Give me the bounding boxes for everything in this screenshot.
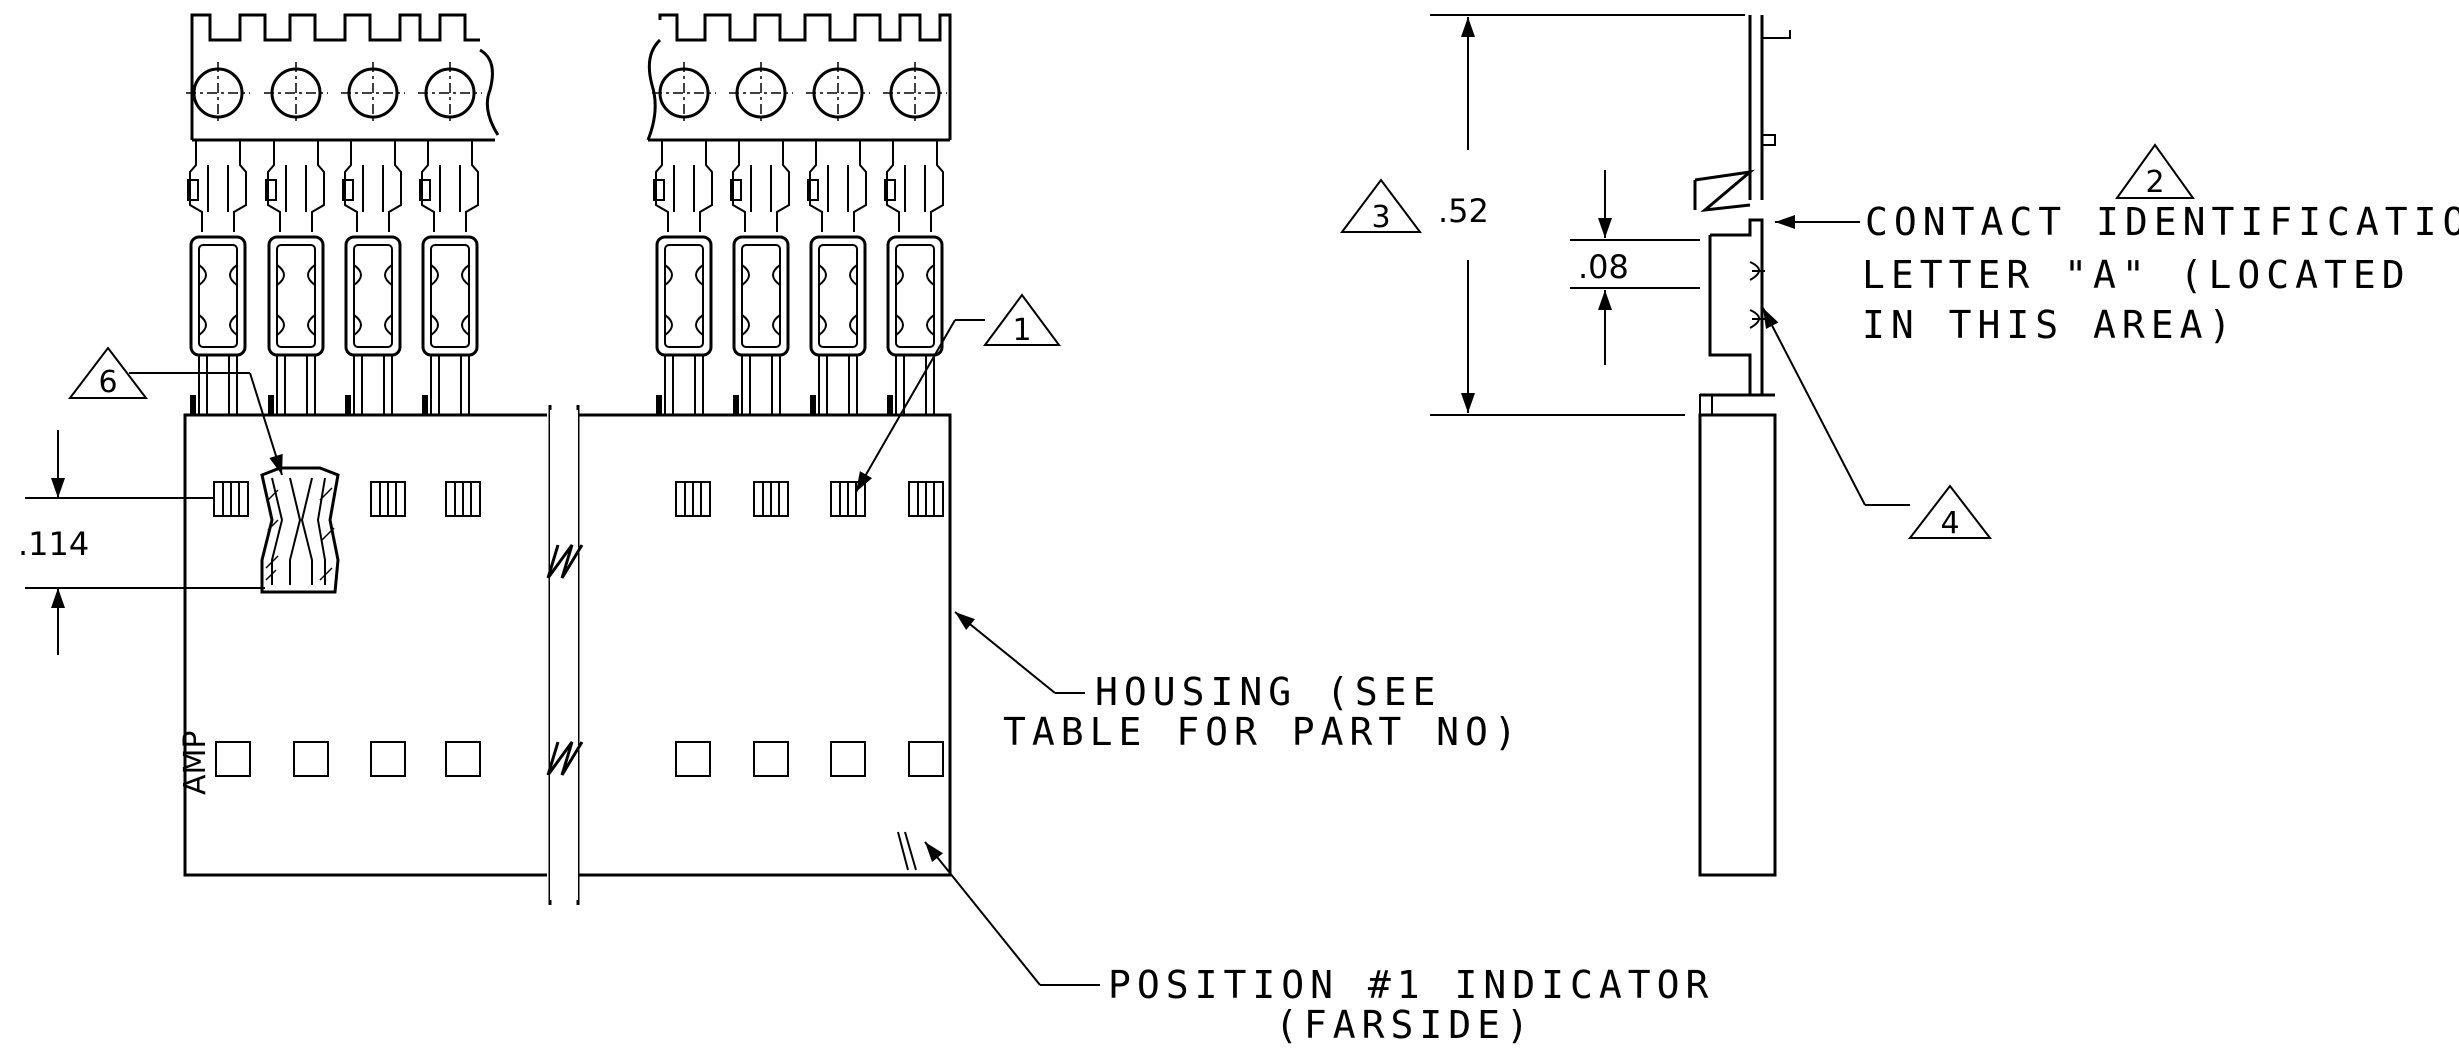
callout-1-label: 1 — [1012, 313, 1031, 348]
contact-window-lower — [830, 741, 866, 777]
housing-leader: HOUSING (SEE TABLE FOR PART NO) — [954, 611, 1523, 754]
callout-6-label: 6 — [98, 365, 117, 400]
contact-window-upper — [213, 481, 249, 517]
contact-window-lower — [445, 741, 481, 777]
contact-terminal — [418, 62, 482, 415]
callout-1: 1 — [855, 293, 1061, 493]
break-symbol-lower — [546, 741, 584, 776]
wire-cap-left — [190, 13, 500, 142]
callout-6: 6 — [67, 346, 283, 476]
dimension-overall-height: .52 — [1430, 14, 1745, 416]
connector-contacts-upper — [186, 62, 947, 415]
contact-window-lower — [370, 741, 406, 777]
contact-window-upper — [445, 481, 481, 517]
callout-2-label: 2 — [2145, 165, 2164, 200]
side-view — [1693, 15, 1791, 877]
contact-terminal — [883, 62, 947, 415]
position-indicator-line1: POSITION #1 INDICATOR — [1108, 963, 1714, 1007]
dimension-pitch-value: .114 — [18, 525, 89, 563]
dimension-pitch: .114 — [18, 430, 265, 655]
contact-identification-leader: CONTACT IDENTIFICATION LETTER "A" (LOCAT… — [1775, 200, 2459, 347]
crimp-barrel — [886, 235, 944, 357]
amp-marking: AMP — [178, 731, 213, 796]
lower-contact-windows — [215, 741, 944, 777]
contact-window-upper — [753, 481, 789, 517]
contact-window-upper — [908, 481, 944, 517]
contact-window-lower — [753, 741, 789, 777]
contact-terminal — [729, 62, 793, 415]
callout-4: 4 — [1762, 307, 1993, 541]
position-indicator-line2: (FARSIDE) — [1275, 1003, 1535, 1047]
contact-id-line3: IN THIS AREA) — [1862, 303, 2237, 347]
callout-4-label: 4 — [1940, 506, 1959, 541]
crimp-barrel — [267, 235, 325, 357]
callout-3: 3 — [1340, 178, 1422, 235]
contact-window-upper — [370, 481, 406, 517]
upper-contact-windows-right — [675, 481, 944, 517]
housing-front-view — [183, 405, 952, 905]
contact-id-line2: LETTER "A" (LOCATED — [1862, 253, 2411, 297]
contact-terminal — [806, 62, 870, 415]
contact-terminal — [652, 62, 716, 415]
dimension-overall-value: .52 — [1438, 192, 1489, 230]
position-1-indicator-mark — [897, 831, 917, 871]
wire-cap-right — [646, 13, 952, 142]
housing-note-line2: TABLE FOR PART NO) — [1003, 710, 1523, 754]
dimension-id-zone: .08 — [1570, 170, 1700, 365]
contact-window-lower — [675, 741, 711, 777]
contact-id-line1: CONTACT IDENTIFICATION — [1865, 200, 2459, 244]
break-symbol-upper — [546, 544, 584, 579]
crimp-barrel — [189, 235, 247, 357]
housing-note-line1: HOUSING (SEE — [1095, 670, 1442, 714]
crimp-barrel — [732, 235, 790, 357]
contact-terminal — [341, 62, 405, 415]
crimp-barrel — [344, 235, 402, 357]
dimension-id-zone-value: .08 — [1578, 248, 1629, 286]
contact-section-view — [260, 466, 340, 594]
contact-window-lower — [215, 741, 251, 777]
position-indicator-leader: POSITION #1 INDICATOR (FARSIDE) — [924, 841, 1714, 1047]
contact-window-lower — [293, 741, 329, 777]
crimp-barrel — [655, 235, 713, 357]
crimp-barrel — [421, 235, 479, 357]
contact-window-lower — [908, 741, 944, 777]
upper-contact-windows-left — [213, 481, 481, 517]
callout-3-label: 3 — [1371, 200, 1390, 235]
callout-2: 2 — [2115, 143, 2195, 200]
contact-terminal — [186, 62, 250, 415]
contact-terminal — [264, 62, 328, 415]
crimp-barrel — [809, 235, 867, 357]
contact-window-upper — [675, 481, 711, 517]
